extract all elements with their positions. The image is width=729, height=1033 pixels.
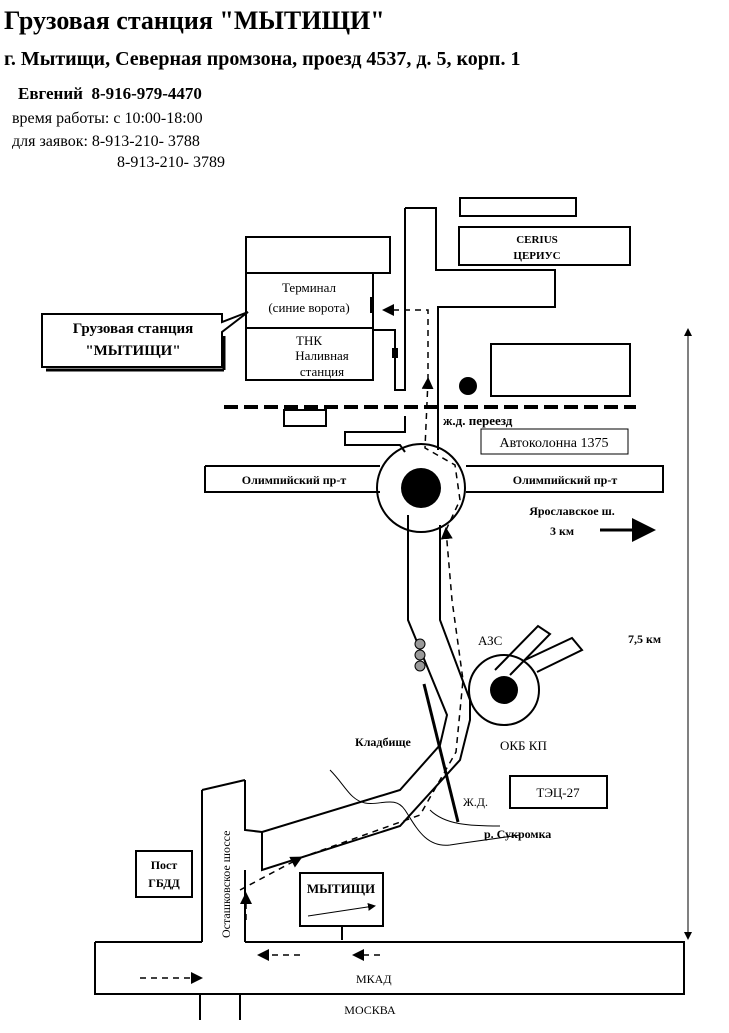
terminal-label: Терминал <box>282 280 337 295</box>
tnk-building <box>245 327 374 381</box>
olymp-right-label: Олимпийский пр-т <box>513 473 618 487</box>
azs-label: АЗС <box>478 633 502 648</box>
okb-center <box>490 676 518 704</box>
building-small <box>283 409 327 427</box>
tnk-label-3: станция <box>300 364 344 379</box>
post-box <box>135 850 193 898</box>
work-hours: время работы: с 10:00-18:00 <box>12 110 203 127</box>
station-callout <box>41 311 249 368</box>
building-top <box>459 197 577 217</box>
okb-label: ОКБ КП <box>500 738 547 753</box>
tec-box <box>509 775 608 809</box>
tnk-gate <box>392 348 398 358</box>
orders-phone-1: для заявок: 8-913-210- 3788 <box>12 133 200 150</box>
rail-line <box>422 683 460 823</box>
cemetery-label: Кладбище <box>355 735 412 749</box>
yaroslavl-label: Ярославское ш. <box>529 504 615 518</box>
autocolumn-box <box>480 428 629 455</box>
post-label: Пост <box>151 858 178 872</box>
orders-phone-2: 8-913-210- 3789 <box>117 154 225 171</box>
roundabout-center <box>401 468 441 508</box>
address: г. Мытищи, Северная промзона, проезд 453… <box>4 48 521 70</box>
river-label: р. Сукромка <box>484 827 551 841</box>
ostashkov-road <box>201 779 263 942</box>
cerius-building <box>458 226 631 266</box>
mytishchi-sign-label: МЫТИЩИ <box>307 881 375 896</box>
access-road <box>344 207 556 453</box>
contact-name: Евгений <box>18 84 83 103</box>
olymp-roundabout <box>376 443 466 533</box>
autocolumn-label: Автоколонна 1375 <box>500 436 609 451</box>
post-label-2: ГБДД <box>148 876 180 890</box>
azs-ramp <box>494 624 584 676</box>
traffic-light-icon <box>414 638 426 650</box>
contact-phone: 8-916-979-4470 <box>91 84 202 103</box>
mkad-road <box>94 941 685 995</box>
cerius-label: CERIUS <box>516 234 558 246</box>
building-right <box>490 343 631 397</box>
building-left <box>245 236 391 274</box>
route-path <box>140 304 464 984</box>
olymp-left-label: Олимпийский пр-т <box>242 473 347 487</box>
contact-line: Евгений 8-916-979-4470 <box>18 84 202 104</box>
distance-label: 7,5 км <box>628 632 661 646</box>
moscow-label: МОСКВА <box>344 1003 396 1017</box>
marker-dot <box>459 377 477 395</box>
rail-label: Ж.Д. <box>463 795 488 809</box>
terminal-gate <box>370 297 374 313</box>
river <box>329 769 521 846</box>
yaroslavl-distance: 3 км <box>550 524 574 538</box>
mkad-label: МКАД <box>356 972 392 986</box>
rail-crossing-label: ж.д. переезд <box>443 413 513 428</box>
cerius-label-ru: ЦЕРИУС <box>513 250 560 262</box>
callout-line-2: "МЫТИЩИ" <box>85 343 180 359</box>
tec-label: ТЭЦ-27 <box>536 785 580 800</box>
tnk-label: ТНК <box>296 333 322 348</box>
page-title: Грузовая станция "МЫТИЩИ" <box>4 6 385 35</box>
ostashkov-label: Осташковское шоссе <box>219 831 233 938</box>
tnk-label-2: Наливная <box>295 348 349 363</box>
olymp-right-road <box>466 465 664 493</box>
terminal-gate-label: (синие ворота) <box>268 300 349 315</box>
okb-roundabout <box>468 654 540 726</box>
callout-line-1: Грузовая станция <box>73 321 194 337</box>
olymp-left-road <box>204 465 380 493</box>
